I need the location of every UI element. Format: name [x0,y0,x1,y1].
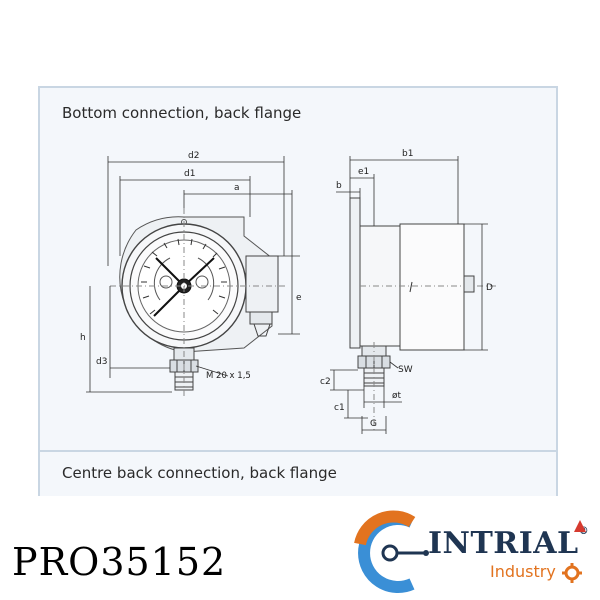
dim-label-b1: b1 [402,149,413,159]
dim-label-b: b [336,181,342,191]
dim-label-e: e [296,293,302,303]
junction-box [245,255,279,313]
dim-label-a: a [234,183,240,193]
dim-label-c1: c1 [334,403,345,413]
side-back-flange [349,197,361,349]
front-view [110,208,288,398]
side-case-body [359,225,401,347]
contact-arc-right [197,257,215,301]
brand-logo: INTRIAL® Industry [346,508,596,598]
dim-label-h: h [80,333,86,343]
dim-label-D: D [486,283,493,293]
side-view [349,197,498,432]
brand-name: INTRIAL® [428,526,589,561]
dim-label-dt: øt [392,391,402,401]
thread-label: M 20 x 1,5 [206,371,251,381]
dial-ticks [141,238,227,315]
front-dimensions [86,156,300,393]
dim-label-g: G [370,419,377,429]
dim-label-c2: c2 [320,377,331,387]
dim-label-d2: d2 [188,151,199,161]
dim-label-d1: d1 [184,169,195,179]
dim-label-e1: e1 [358,167,369,177]
dim-label-d3: d3 [96,357,107,367]
spark-icon [574,520,586,532]
section-heading-bottom-connection: Bottom connection, back flange [62,104,302,122]
logo-c-mark-icon [354,510,429,593]
side-dimensions [330,156,488,434]
side-case-front [399,223,465,351]
gear-icon [562,563,582,583]
product-code: PRO35152 [12,540,227,584]
dim-label-sw: SW [398,365,413,375]
technical-drawing: d2 d1 a e h d3 M 20 x 1,5 [80,149,498,434]
contact-arc-left [153,257,171,301]
section-heading-centre-connection: Centre back connection, back flange [62,464,337,482]
section-divider [40,450,556,452]
brand-tagline: Industry [490,562,556,581]
side-plug [463,275,475,293]
